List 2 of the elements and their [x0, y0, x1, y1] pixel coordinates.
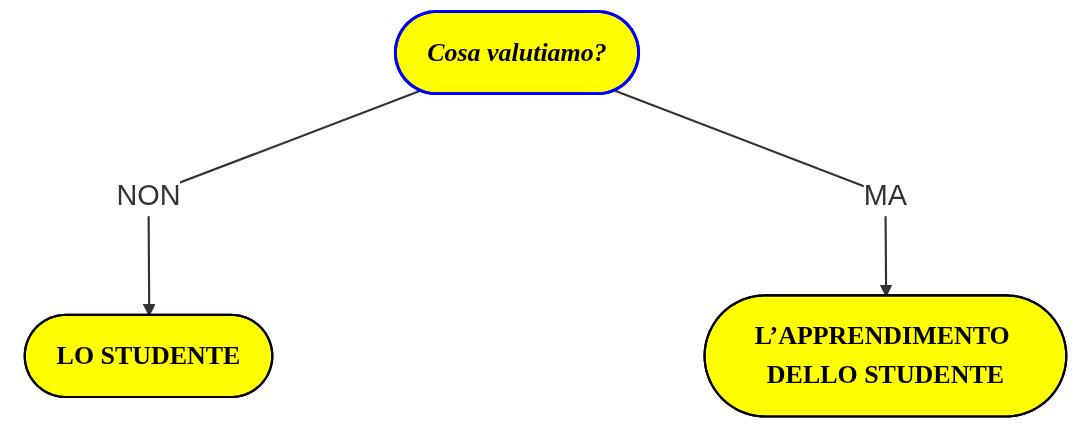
edge-label: MA [863, 178, 908, 211]
edge-label: NON [116, 178, 181, 211]
